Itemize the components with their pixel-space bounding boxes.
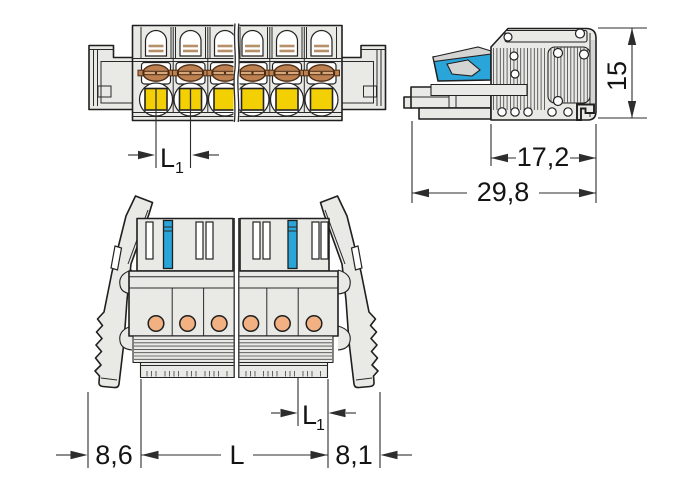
hatch-lines-inner [550,47,588,103]
housing-holes [497,28,590,117]
top-strip [504,29,588,43]
coding-slot-ticks [163,226,297,232]
side-view [403,27,597,121]
locking-bar [430,83,528,97]
dim-label-l1-top: L [160,143,175,173]
lever-detail [446,59,481,77]
dim-height-15: 15 [598,27,647,119]
edge-band [591,40,595,108]
dim-label-l1-top-sub: 1 [175,160,184,177]
strain-relief-plate-right [339,44,387,111]
contact-holes [147,314,323,333]
break-lines [233,23,240,123]
dim-label-29-8: 29,8 [477,177,530,207]
dim-label-17-2: 17,2 [517,142,570,172]
dim-front-chain: 8,6 L 8,1 [56,379,412,470]
dim-label-l: L [229,440,244,470]
dim-label-l1-front-sub: 1 [316,417,325,434]
dim-depth-17-2: 17,2 [490,124,597,203]
dim-top-pitch: L 1 [128,110,219,177]
mounting-hook [576,103,595,121]
top-view [88,23,387,123]
dim-front-pitch: L 1 [271,377,356,468]
dim-label-8-1: 8,1 [335,440,373,470]
front-break-gap [233,217,240,379]
comb-ticks [146,371,321,377]
dim-label-15: 15 [602,61,632,91]
strain-relief-plate-left [88,44,135,111]
break-gap [233,23,240,123]
dim-label-l1-front: L [302,400,317,430]
hatch-lines [493,48,545,110]
front-break-lines [233,218,240,378]
front-view [94,195,379,389]
dim-label-8-6: 8,6 [95,440,133,470]
stub-lower [418,107,492,120]
coding-slots-blue [162,219,298,270]
shroud-slots [145,221,329,260]
dim-overall-29-8: 29,8 [411,121,596,207]
button-split-lines [155,88,192,110]
